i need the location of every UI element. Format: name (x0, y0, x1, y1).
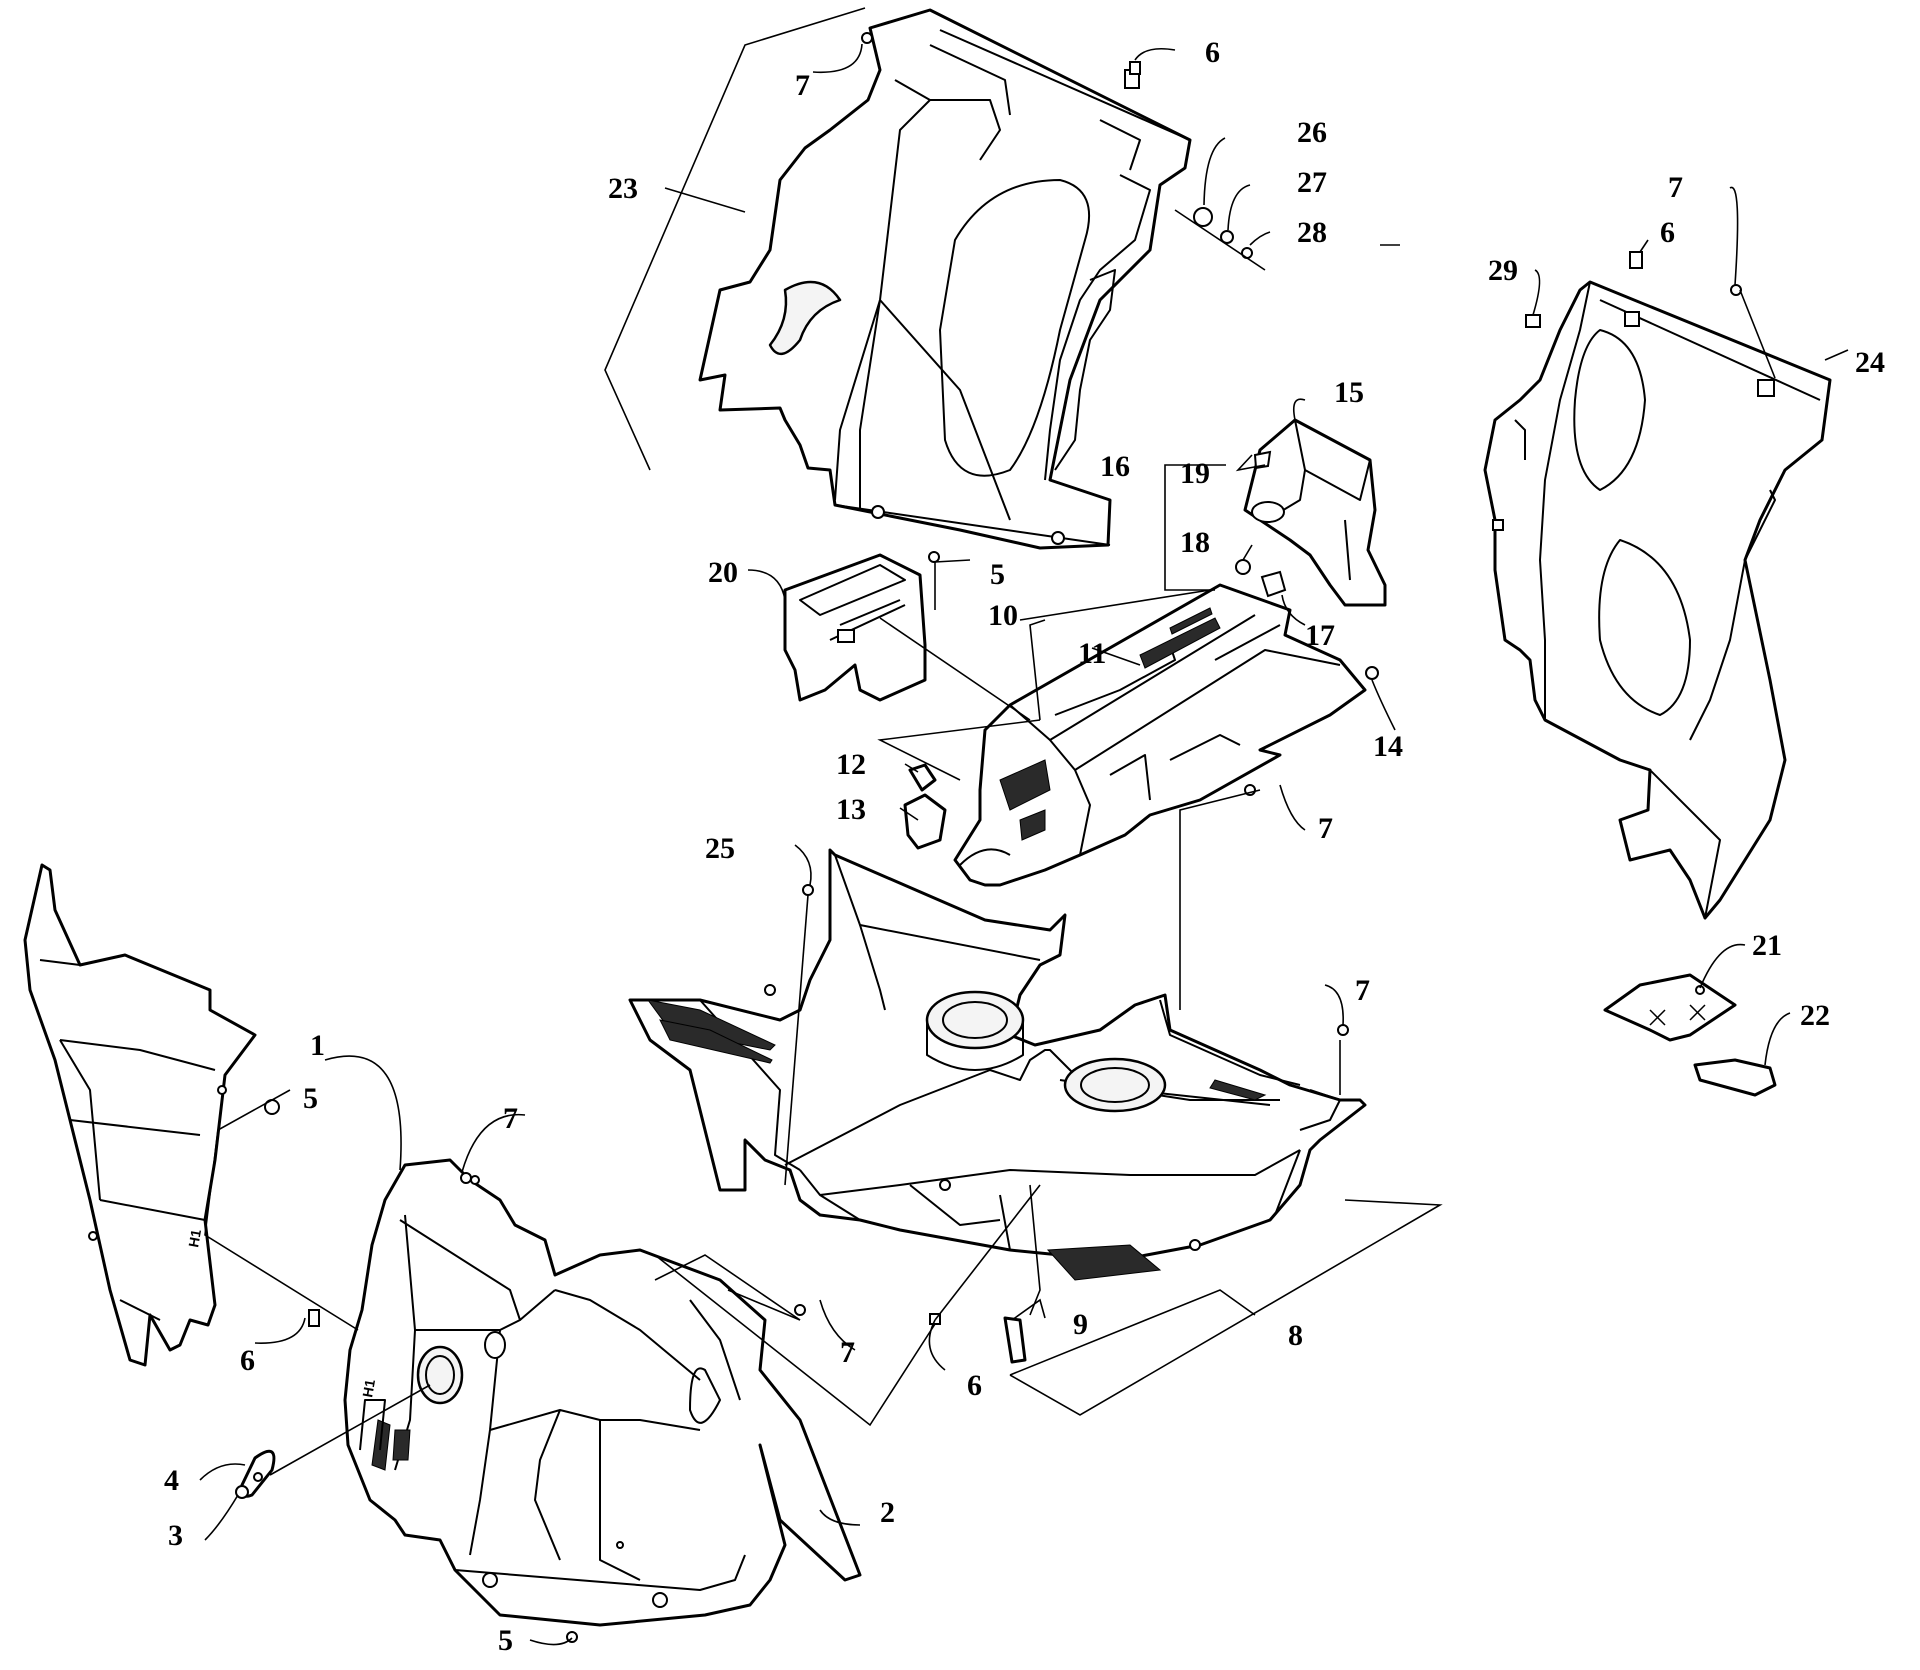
callout-13: 13 (836, 793, 866, 826)
part-19-clip (1253, 450, 1272, 470)
callout-5-bracket: 5 (990, 558, 1005, 591)
callout-5-side: 5 (303, 1082, 318, 1115)
callout-7-top: 7 (795, 69, 810, 102)
callout-6-right: 6 (1660, 216, 1675, 249)
callout-24: 24 (1855, 346, 1885, 379)
part-20-bracket (783, 553, 927, 702)
part-1-left-side-panel: H1 (23, 863, 257, 1367)
callout-7-right: 7 (1668, 171, 1683, 204)
part-7-screw-left (460, 1172, 472, 1184)
callout-22: 22 (1800, 999, 1830, 1032)
callout-2: 2 (880, 1496, 895, 1529)
callout-4: 4 (164, 1464, 179, 1497)
part-9-clip (1003, 1316, 1027, 1364)
part-25-screw (802, 884, 814, 896)
callout-10: 10 (988, 599, 1018, 632)
callout-26: 26 (1297, 116, 1327, 149)
part-23-upper-side-panel (698, 8, 1192, 550)
callout-6-center: 6 (967, 1369, 982, 1402)
part-24-right-side-panel (1483, 280, 1832, 920)
part-7-screw-floor (1337, 1024, 1349, 1036)
callout-6-left: 6 (240, 1344, 255, 1377)
part-1-mark: H1 (185, 1228, 204, 1249)
callout-7-floor: 7 (1355, 974, 1370, 1007)
part-6-clip-right (1629, 251, 1643, 269)
callout-17: 17 (1305, 619, 1335, 652)
part-5-screw-bracket (928, 551, 940, 563)
callout-23: 23 (608, 172, 638, 205)
callout-7-left: 7 (503, 1102, 518, 1135)
callout-27: 27 (1297, 166, 1327, 199)
callout-29: 29 (1488, 254, 1518, 287)
part-2-front-panel: H1 (343, 1158, 862, 1627)
part-22-strip (1693, 1058, 1777, 1097)
part-7-screw-front (794, 1304, 806, 1316)
part-26-plug (1193, 207, 1213, 227)
leader-lines (199, 7, 1849, 1646)
part-29-nut (1525, 314, 1541, 328)
part-17-clip (1260, 570, 1287, 598)
part-8-floor-tunnel (628, 848, 1367, 1281)
callout-21: 21 (1752, 929, 1782, 962)
part-3-screw (235, 1485, 249, 1499)
callout-14: 14 (1373, 730, 1403, 763)
callout-19: 19 (1180, 457, 1210, 490)
callout-28: 28 (1297, 216, 1327, 249)
part-18-grommet (1235, 559, 1251, 575)
callout-labels: 1 2 3 4 5 5 5 6 6 6 6 7 7 7 7 7 7 8 9 10… (164, 36, 1885, 1657)
callout-7-console: 7 (1318, 812, 1333, 845)
callout-3: 3 (168, 1519, 183, 1552)
callout-12: 12 (836, 748, 866, 781)
callout-7-front: 7 (840, 1336, 855, 1369)
callout-1: 1 (310, 1029, 325, 1062)
part-2-mark: H1 (359, 1378, 378, 1399)
part-6-clip-left (308, 1309, 320, 1327)
part-27-washer (1220, 230, 1234, 244)
part-6-clip-top (1129, 61, 1141, 75)
part-15-rear-cover (1243, 418, 1387, 607)
callout-6-top: 6 (1205, 36, 1220, 69)
part-10-center-console (953, 583, 1367, 887)
part-7-screw-top (861, 32, 873, 44)
callout-11: 11 (1078, 637, 1106, 670)
part-14-screw (1365, 666, 1379, 680)
part-21-plate (1603, 973, 1737, 1042)
callout-25: 25 (705, 832, 735, 865)
part-13-block (903, 793, 947, 850)
callout-18: 18 (1180, 526, 1210, 559)
callout-16: 16 (1100, 450, 1130, 483)
part-7-screw-right (1730, 284, 1742, 296)
callout-20: 20 (708, 556, 738, 589)
callout-8: 8 (1288, 1319, 1303, 1352)
callout-15: 15 (1334, 376, 1364, 409)
callout-9: 9 (1073, 1308, 1088, 1341)
callout-5-bottom: 5 (498, 1624, 513, 1657)
